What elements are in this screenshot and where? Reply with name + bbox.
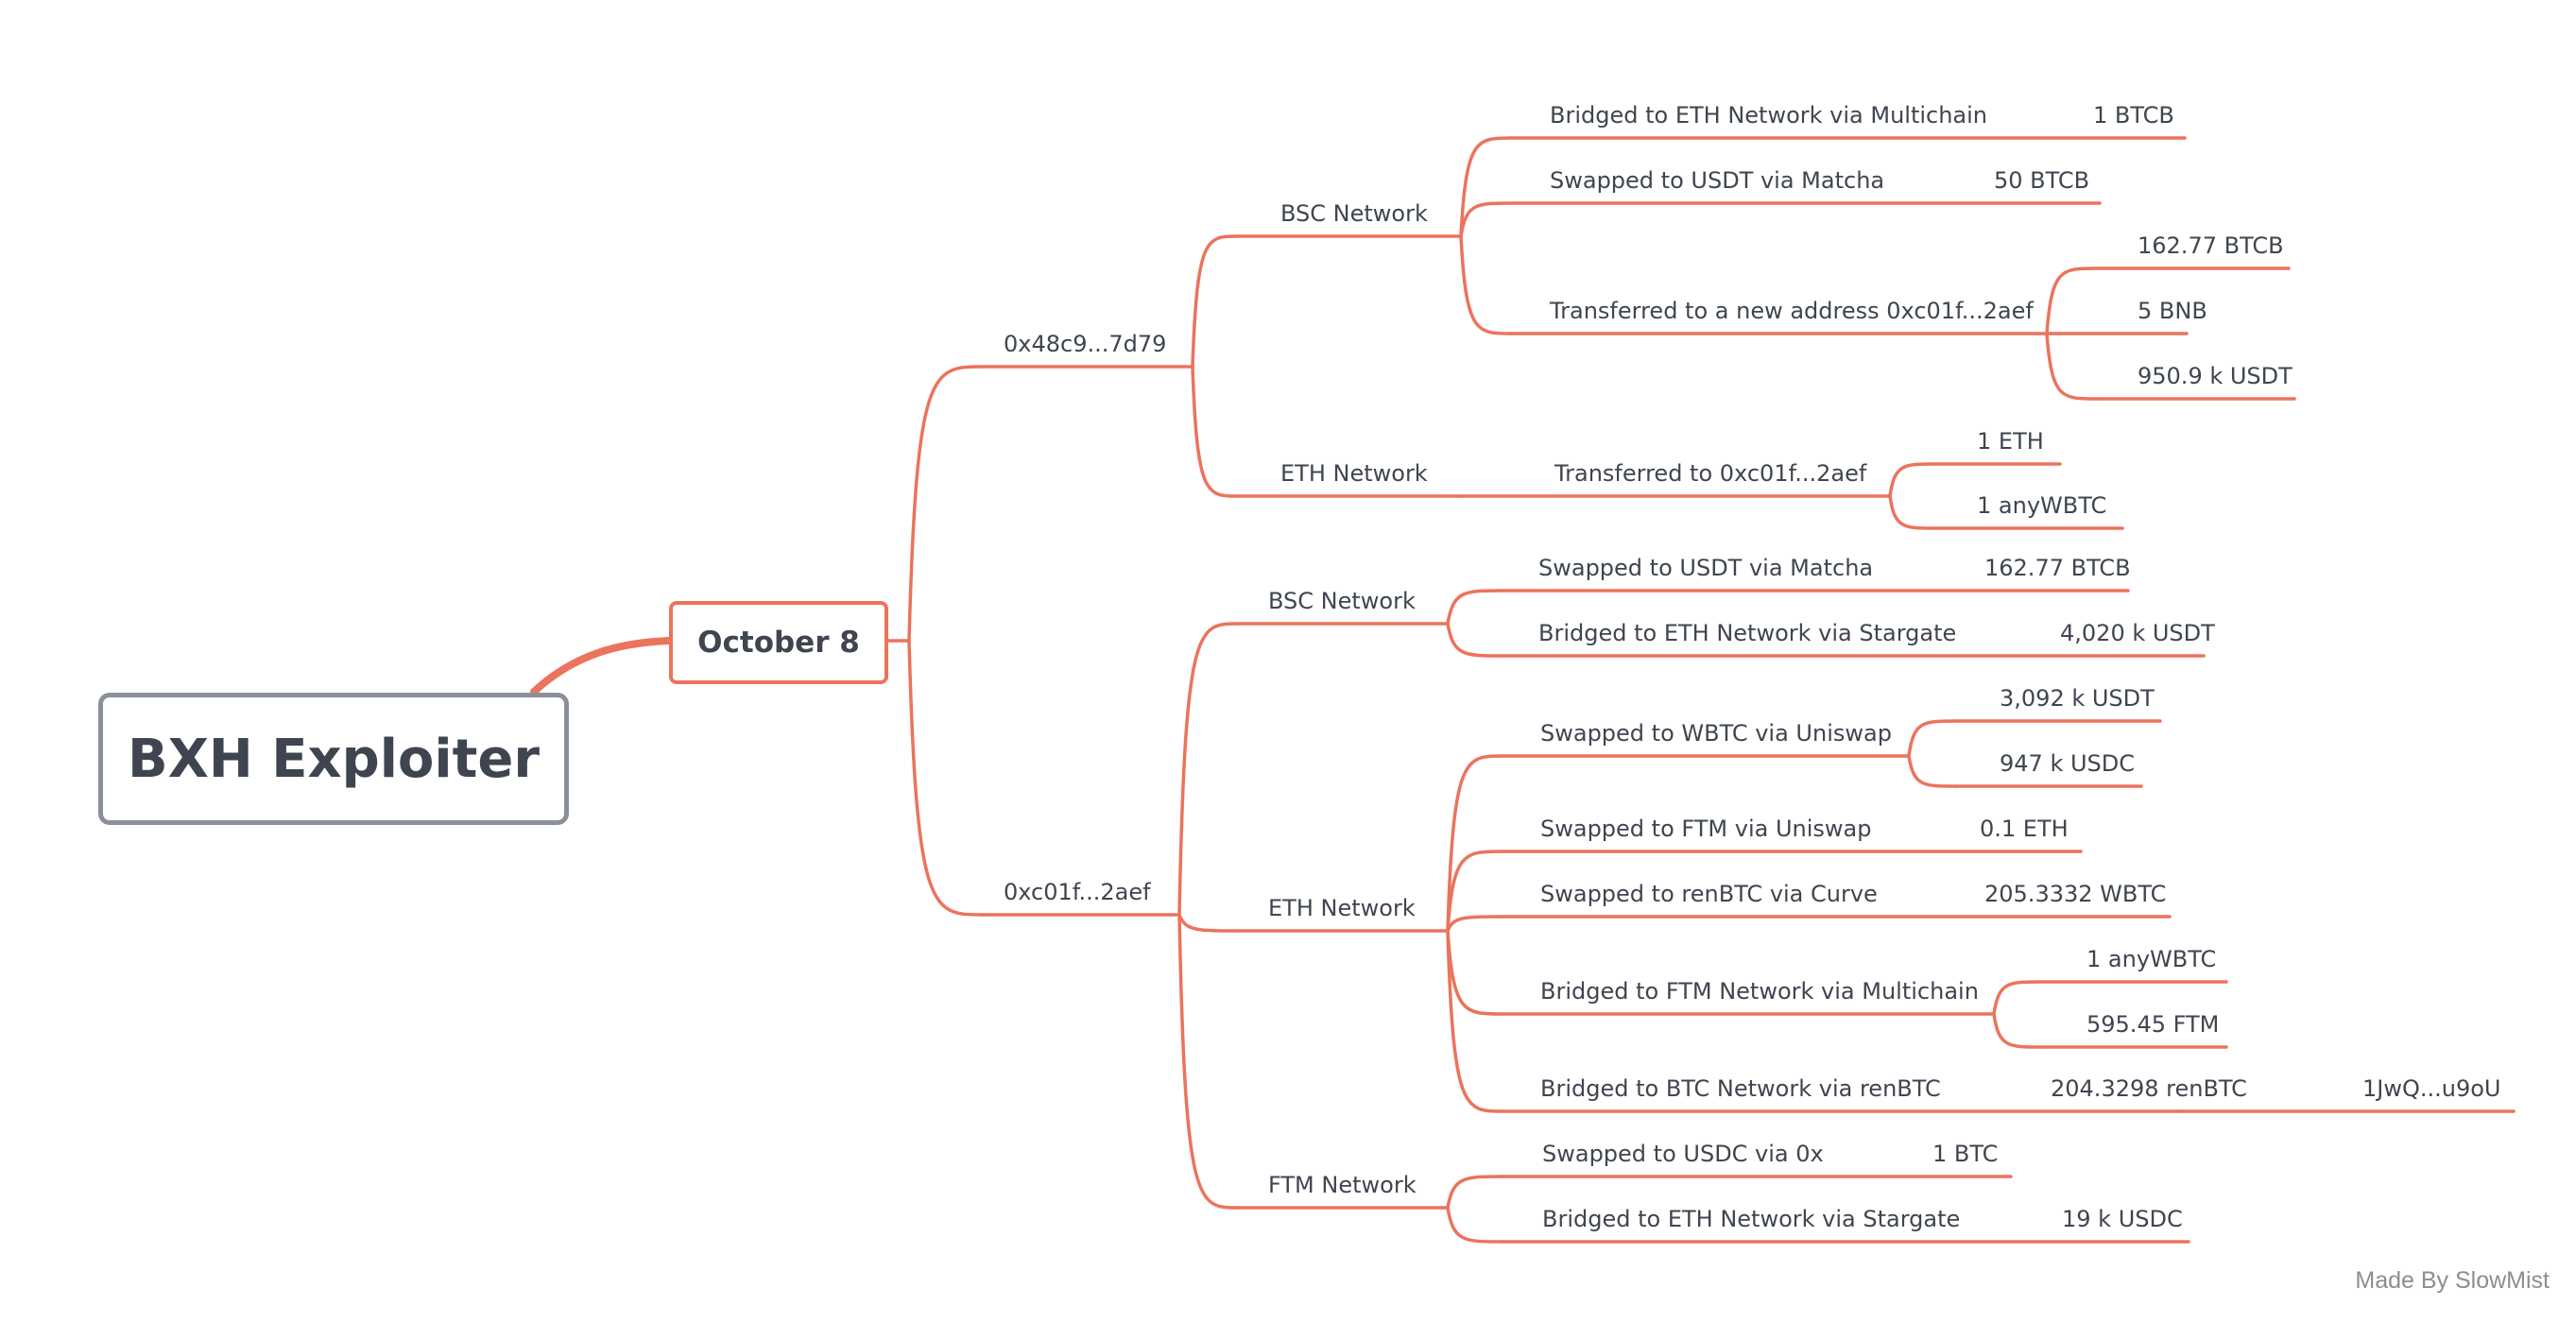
output-connector-1-1-3-1 [1992, 1012, 2043, 1049]
address-connector-0 [907, 365, 985, 643]
output-label[interactable]: 1 anyWBTC [2087, 946, 2216, 972]
network-label[interactable]: FTM Network [1268, 1172, 1417, 1198]
output-label[interactable]: 162.77 BTCB [1984, 555, 2131, 581]
action-label[interactable]: Transferred to 0xc01f...2aef [1554, 460, 1867, 487]
network-label[interactable]: BSC Network [1280, 200, 1428, 227]
output-label[interactable]: 595.45 FTM [2087, 1011, 2219, 1038]
action-connector-0-0-0 [1459, 136, 1514, 238]
output-label[interactable]: 947 k USDC [2000, 750, 2135, 777]
action-connector-1-0-1 [1446, 622, 1504, 658]
output-connector-0-0-2-2 [2045, 332, 2098, 401]
action-connector-1-1-2 [1446, 915, 1504, 933]
action-connector-0-0-1 [1459, 201, 1514, 238]
output-label[interactable]: 204.3298 renBTC [2051, 1075, 2247, 1102]
address-label[interactable]: 0xc01f...2aef [1004, 879, 1151, 905]
action-connector-1-2-1 [1446, 1206, 1504, 1244]
network-label[interactable]: BSC Network [1268, 588, 1416, 614]
date-node[interactable]: October 8 [669, 601, 888, 684]
root-date-connector [530, 637, 673, 696]
address-label[interactable]: 0x48c9...7d79 [1004, 331, 1166, 357]
address-connector-1 [907, 639, 985, 917]
credit-text: Made By SlowMist [2355, 1267, 2550, 1294]
action-connector-1-1-1 [1446, 850, 1504, 933]
action-label[interactable]: Bridged to ETH Network via Multichain [1550, 102, 1987, 129]
output-connector-1-1-3-0 [1992, 980, 2043, 1016]
output-label[interactable]: 19 k USDC [2062, 1206, 2183, 1232]
action-label[interactable]: Transferred to a new address 0xc01f...2a… [1549, 298, 2034, 324]
action-label[interactable]: Bridged to FTM Network via Multichain [1540, 978, 1979, 1005]
network-connector-0-0 [1191, 234, 1240, 369]
final-address-label[interactable]: 1JwQ...u9oU [2362, 1075, 2500, 1102]
output-label[interactable]: 5 BNB [2138, 298, 2207, 324]
output-label[interactable]: 950.9 k USDT [2138, 363, 2293, 389]
output-connector-0-1-0-0 [1888, 462, 1937, 498]
action-label[interactable]: Swapped to USDT via Matcha [1550, 167, 1884, 194]
network-connector-1-1 [1177, 913, 1240, 933]
action-connector-1-2-0 [1446, 1175, 1504, 1210]
action-connector-1-1-3 [1446, 929, 1504, 1016]
action-label[interactable]: Swapped to USDT via Matcha [1538, 555, 1873, 581]
root-label: BXH Exploiter [128, 728, 540, 790]
action-label[interactable]: Bridged to ETH Network via Stargate [1538, 620, 1956, 646]
output-label[interactable]: 3,092 k USDT [2000, 685, 2155, 712]
action-connector-1-1-4 [1446, 929, 1504, 1113]
action-label[interactable]: Swapped to renBTC via Curve [1540, 881, 1878, 907]
action-label[interactable]: Swapped to USDC via 0x [1542, 1141, 1824, 1167]
output-connector-0-0-2-0 [2045, 266, 2098, 335]
output-label[interactable]: 4,020 k USDT [2060, 620, 2215, 646]
output-label[interactable]: 1 ETH [1977, 428, 2044, 455]
output-label[interactable]: 1 BTC [1932, 1141, 1998, 1167]
network-label[interactable]: ETH Network [1268, 895, 1416, 921]
output-label[interactable]: 205.3332 WBTC [1984, 881, 2166, 907]
connector-lines [530, 136, 2516, 1244]
output-label[interactable]: 1 BTCB [2093, 102, 2174, 129]
root-node[interactable]: BXH Exploiter [98, 693, 569, 825]
output-connector-1-1-0-1 [1907, 754, 1958, 788]
output-label[interactable]: 0.1 ETH [1980, 816, 2069, 842]
action-connector-1-1-0 [1446, 754, 1504, 933]
output-connector-0-1-0-1 [1888, 494, 1937, 530]
action-label[interactable]: Bridged to ETH Network via Stargate [1542, 1206, 1960, 1232]
output-label[interactable]: 162.77 BTCB [2138, 232, 2284, 259]
output-connector-1-1-0-0 [1907, 719, 1958, 758]
output-label[interactable]: 1 anyWBTC [1977, 492, 2106, 519]
network-label[interactable]: ETH Network [1280, 460, 1428, 487]
action-label[interactable]: Bridged to BTC Network via renBTC [1540, 1075, 1941, 1102]
network-connector-1-0 [1177, 622, 1240, 917]
network-connector-0-1 [1191, 365, 1240, 498]
action-label[interactable]: Swapped to FTM via Uniswap [1540, 816, 1872, 842]
action-connector-0-0-2 [1459, 234, 1514, 335]
output-label[interactable]: 50 BTCB [1994, 167, 2089, 194]
action-label[interactable]: Swapped to WBTC via Uniswap [1540, 720, 1892, 747]
date-label: October 8 [697, 626, 860, 660]
network-connector-1-2 [1177, 913, 1240, 1210]
action-connector-1-0-0 [1446, 589, 1504, 626]
